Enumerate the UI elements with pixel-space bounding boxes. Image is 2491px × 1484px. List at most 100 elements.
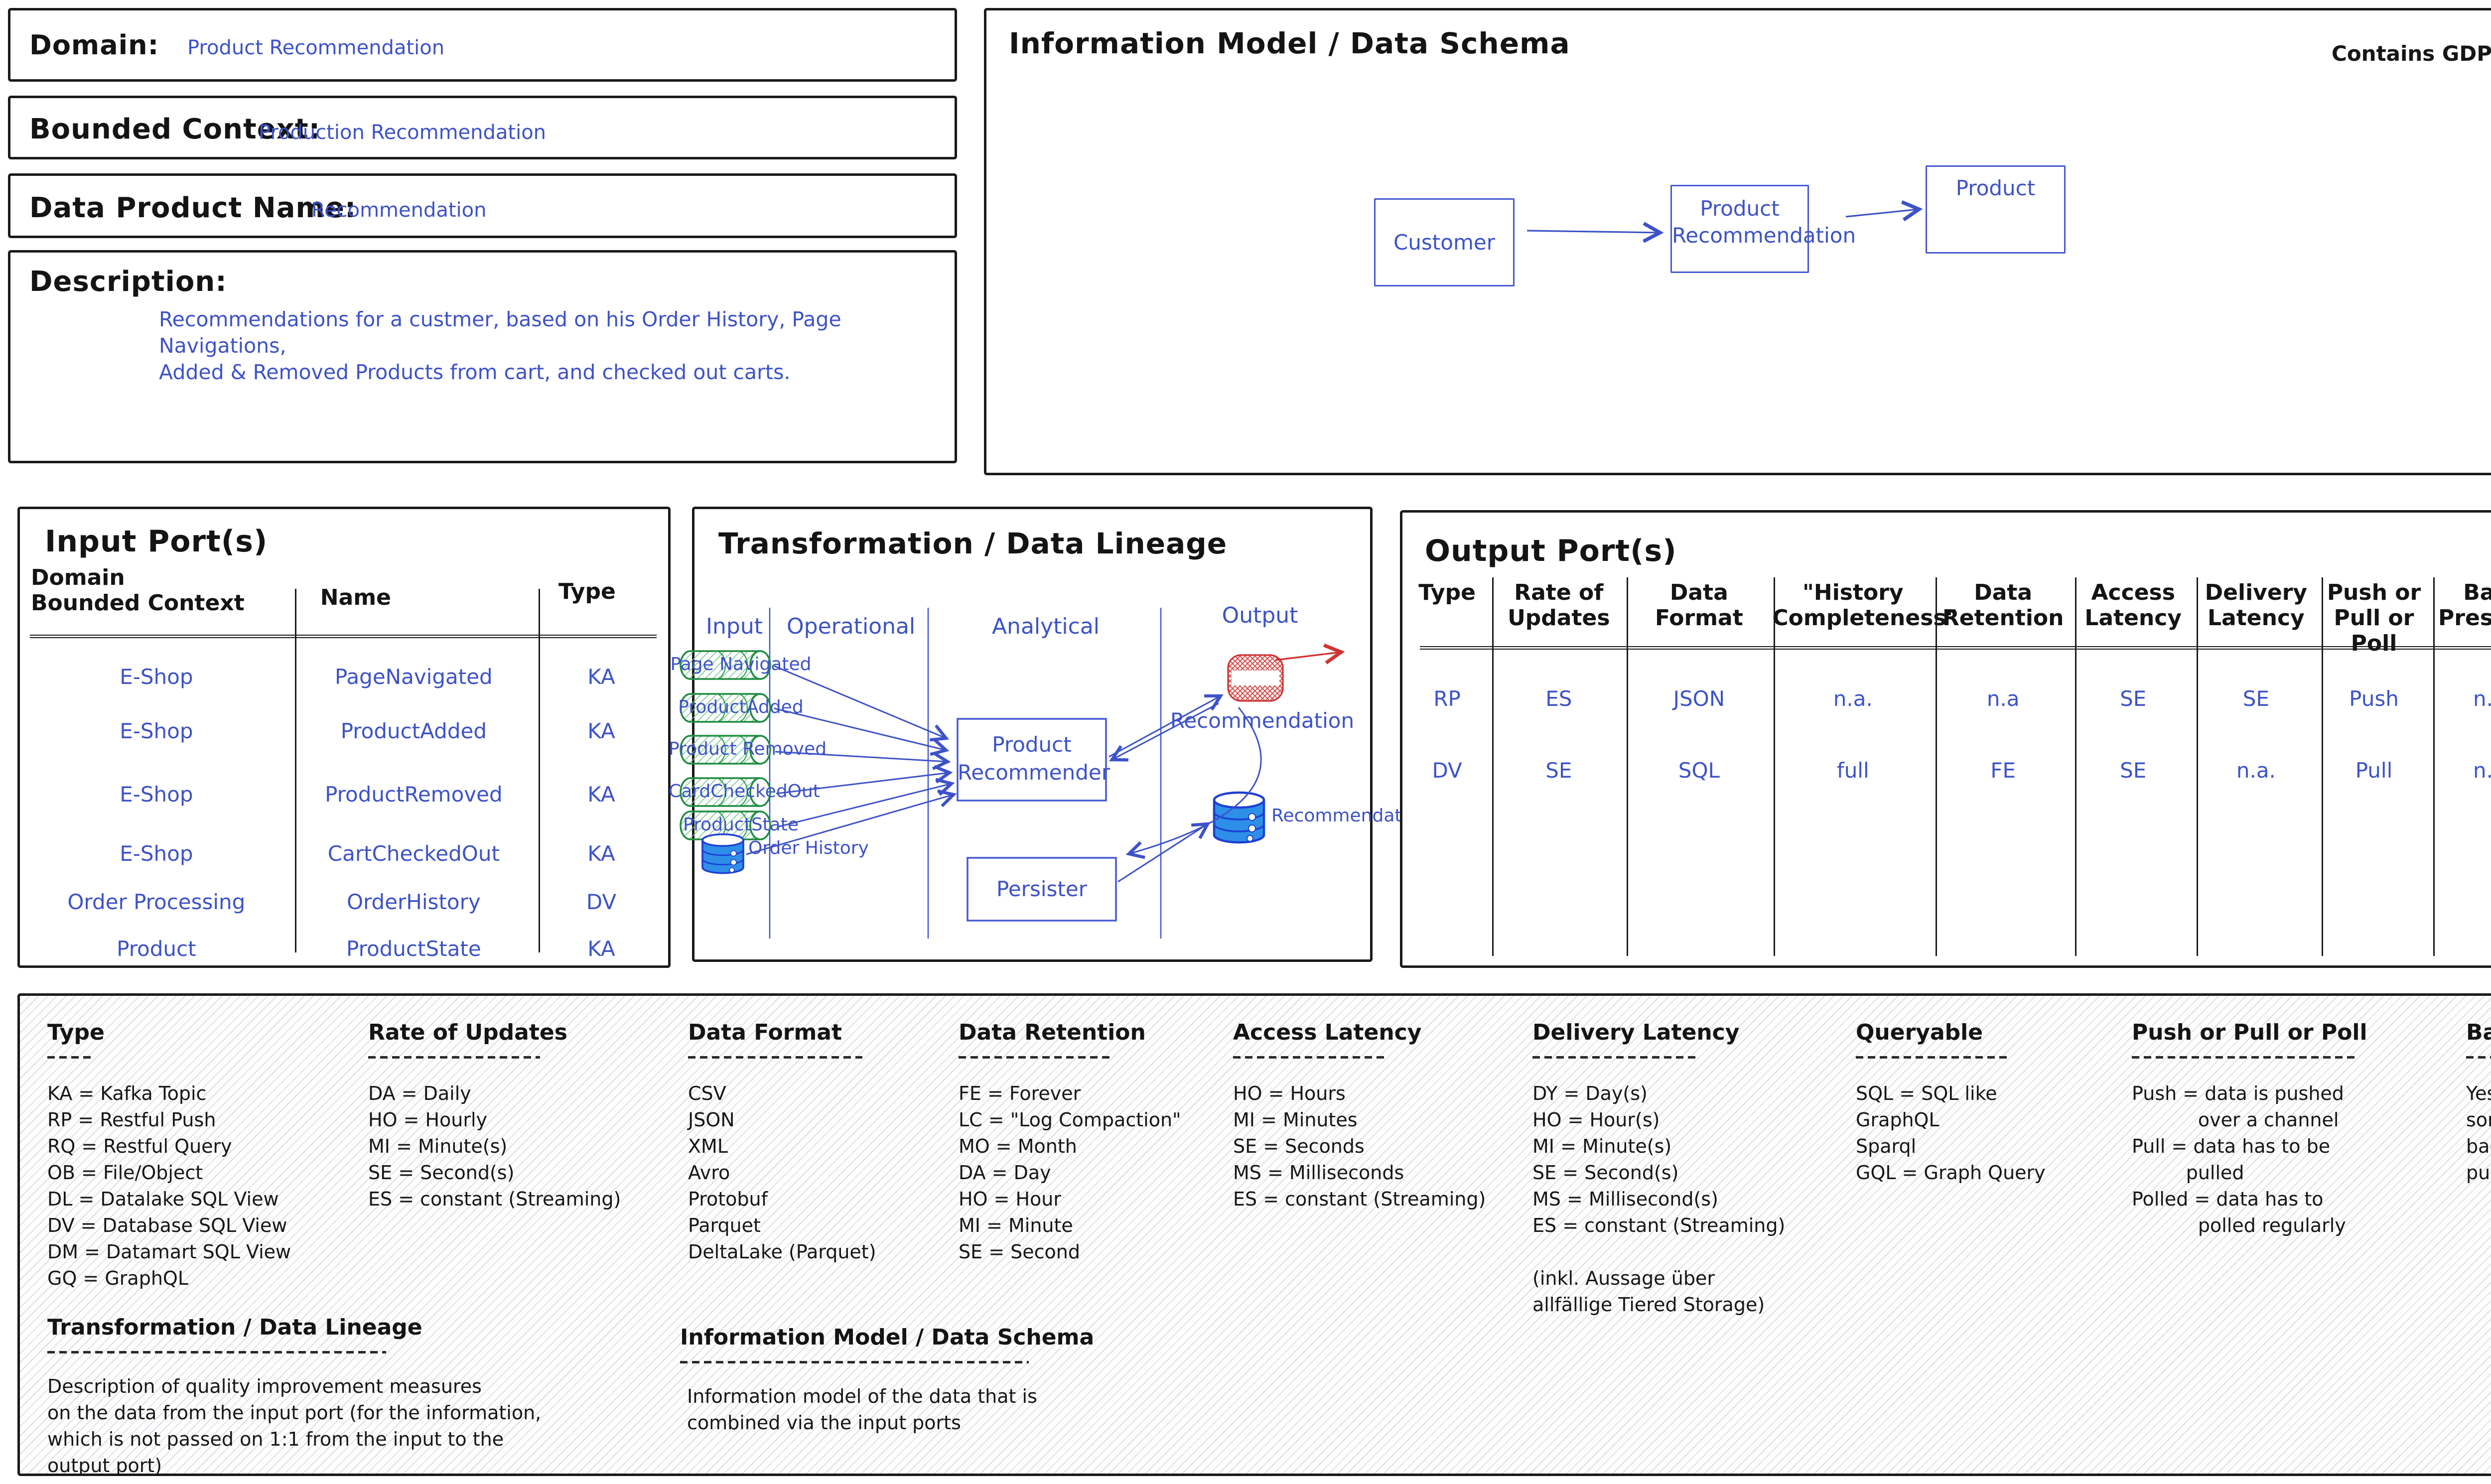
output-divider-1 bbox=[1492, 577, 1494, 956]
cell: SQL bbox=[1678, 758, 1720, 783]
bounded-context-box: Bounded Context: Production Recommendati… bbox=[8, 96, 957, 159]
cell-type: DV bbox=[586, 889, 617, 914]
bounded-context-value: Production Recommendation bbox=[259, 121, 547, 144]
cell-name: ProductRemoved bbox=[325, 782, 503, 807]
lane-analytical: Analytical bbox=[991, 614, 1100, 639]
description-box: Description: Recommendations for a custm… bbox=[8, 250, 957, 463]
cell: SE bbox=[2120, 758, 2147, 783]
data-product-name-value: Recommendation bbox=[311, 199, 487, 222]
cell-type: KA bbox=[587, 841, 615, 866]
cell-domain: Product bbox=[117, 936, 196, 961]
legend-dash bbox=[47, 1351, 386, 1353]
cell-domain: Order Processing bbox=[67, 889, 246, 914]
cell-name: PageNavigated bbox=[334, 664, 493, 689]
output-col-push-pull-poll: Push or Pull or Poll bbox=[2327, 580, 2421, 656]
cell-type: KA bbox=[587, 782, 615, 807]
lineage-arrows bbox=[746, 665, 1262, 883]
output-divider-4 bbox=[1936, 577, 1937, 956]
cell-type: KA bbox=[587, 664, 615, 689]
legend-note-information-model: Information Model / Data Schema Informat… bbox=[680, 1325, 1094, 1436]
legend-rate-of-updates: Rate of Updates DA = Daily HO = Hourly M… bbox=[368, 1020, 621, 1213]
legend-backpressure-items: Yes = there is some support for backpres… bbox=[2466, 1082, 2491, 1184]
legend-dash bbox=[1233, 1056, 1387, 1059]
cell: ES bbox=[1545, 686, 1572, 711]
topic-product-state-label: ProductState bbox=[683, 814, 799, 835]
recommendation-topic-label: Recommendation bbox=[1170, 708, 1355, 733]
legend-dash bbox=[680, 1361, 1029, 1363]
legend-data-format: Data Format CSV JSON XML Avro Protobuf P… bbox=[688, 1020, 876, 1265]
legend-dash bbox=[2132, 1056, 2356, 1059]
input-col-name: Name bbox=[320, 585, 391, 610]
output-col-data-format: Data Format bbox=[1655, 580, 1743, 631]
gdpr-question: Contains GDPR data? bbox=[2332, 41, 2491, 66]
output-col-data-retention: Data Retention bbox=[1942, 580, 2064, 631]
input-row-5: Order Processing OrderHistory DV bbox=[20, 886, 668, 918]
output-row-1: RP ES JSON n.a. n.a SE SE Push n.a. no l… bbox=[1402, 682, 2491, 714]
legend-note-transformation: Transformation / Data Lineage Descriptio… bbox=[47, 1315, 541, 1479]
input-ports-title: Input Port(s) bbox=[45, 524, 268, 559]
lane-input: Input bbox=[706, 614, 763, 639]
output-divider-7 bbox=[2322, 577, 2323, 956]
legend-data-format-title: Data Format bbox=[688, 1020, 842, 1045]
legend-type-title: Type bbox=[47, 1020, 105, 1045]
cell: n.a. bbox=[2473, 758, 2491, 783]
recommendation-output-arrow bbox=[1275, 643, 1345, 665]
output-ports-title: Output Port(s) bbox=[1425, 534, 1677, 568]
legend-access-latency-items: HO = Hours MI = Minutes SE = Seconds MS … bbox=[1233, 1082, 1486, 1210]
legend-type: Type KA = Kafka Topic RP = Restful Push … bbox=[47, 1020, 291, 1292]
lane-output: Output bbox=[1222, 603, 1298, 628]
description-label: Description: bbox=[29, 266, 227, 298]
lane-operational: Operational bbox=[787, 614, 916, 639]
lineage-diagram bbox=[680, 608, 1345, 939]
legend-note-transformation-text: Description of quality improvement measu… bbox=[47, 1375, 542, 1477]
legend-note-information-model-text: Information model of the data that is co… bbox=[687, 1385, 1037, 1434]
topic-page-navigated-label: Page Navigated bbox=[670, 654, 812, 675]
cell: SE bbox=[1545, 758, 1572, 783]
legend-dash bbox=[1856, 1056, 2010, 1059]
legend-push-pull-poll: Push or Pull or Poll Push = data is push… bbox=[2132, 1020, 2367, 1239]
legend-rate-title: Rate of Updates bbox=[368, 1020, 567, 1045]
cell-type: KA bbox=[587, 718, 615, 743]
order-history-db-label: Order History bbox=[748, 838, 869, 858]
input-row-3: E-Shop ProductRemoved KA bbox=[20, 778, 668, 810]
cell: RP bbox=[1433, 686, 1461, 711]
arrow-customer-to-recommendation bbox=[1526, 222, 1664, 243]
data-product-name-box: Data Product Name: Recommendation bbox=[8, 173, 957, 238]
output-row-2: DV SE SQL full FE SE n.a. Pull n.a. yes … bbox=[1402, 754, 2491, 786]
persister-shape bbox=[967, 857, 1117, 922]
cell: DV bbox=[1432, 758, 1462, 783]
transformation-title: Transformation / Data Lineage bbox=[718, 527, 1228, 560]
legend-data-format-items: CSV JSON XML Avro Protobuf Parquet Delta… bbox=[688, 1082, 876, 1263]
input-row-4: E-Shop CartCheckedOut KA bbox=[20, 837, 668, 869]
legend-dash bbox=[959, 1056, 1113, 1059]
cell: Pull bbox=[2355, 758, 2393, 783]
entity-product: Product bbox=[1926, 165, 2066, 254]
legend-box: Type KA = Kafka Topic RP = Restful Push … bbox=[17, 993, 2491, 1479]
output-divider-8 bbox=[2433, 577, 2435, 956]
persister-label: Persister bbox=[996, 877, 1087, 901]
cell-name: CartCheckedOut bbox=[327, 841, 500, 866]
output-divider-2 bbox=[1627, 577, 1628, 956]
topic-product-added-label: ProductAdded bbox=[678, 697, 804, 717]
cell: SE bbox=[2242, 686, 2269, 711]
transformation-box: Transformation / Data Lineage Input Oper… bbox=[669, 507, 1499, 962]
output-col-type: Type bbox=[1418, 580, 1476, 605]
cell-domain: E-Shop bbox=[120, 782, 193, 807]
output-divider-3 bbox=[1774, 577, 1775, 956]
legend-data-retention-items: FE = Forever LC = "Log Compaction" MO = … bbox=[959, 1082, 1181, 1263]
legend-access-latency-title: Access Latency bbox=[1233, 1020, 1422, 1045]
information-model-title: Information Model / Data Schema bbox=[1009, 26, 1570, 60]
cell: n.a. bbox=[2473, 686, 2491, 711]
legend-push-pull-poll-items: Push = data is pushed over a channel Pul… bbox=[2132, 1082, 2346, 1236]
cell-name: ProductState bbox=[346, 936, 481, 961]
cell: Push bbox=[2349, 686, 2399, 711]
entity-product-label: Product bbox=[1955, 176, 2036, 200]
domain-label: Domain: bbox=[29, 29, 159, 61]
cell: n.a. bbox=[1833, 686, 1873, 711]
output-divider-5 bbox=[2075, 577, 2076, 956]
domain-box: Domain: Product Recommendation bbox=[8, 8, 957, 82]
entity-customer-label: Customer bbox=[1393, 230, 1495, 255]
recommendation-topic-icon bbox=[1227, 654, 1284, 702]
legend-backpressure: Backpressure Yes = there is some support… bbox=[2466, 1020, 2491, 1186]
legend-note-information-model-title: Information Model / Data Schema bbox=[680, 1325, 1095, 1350]
